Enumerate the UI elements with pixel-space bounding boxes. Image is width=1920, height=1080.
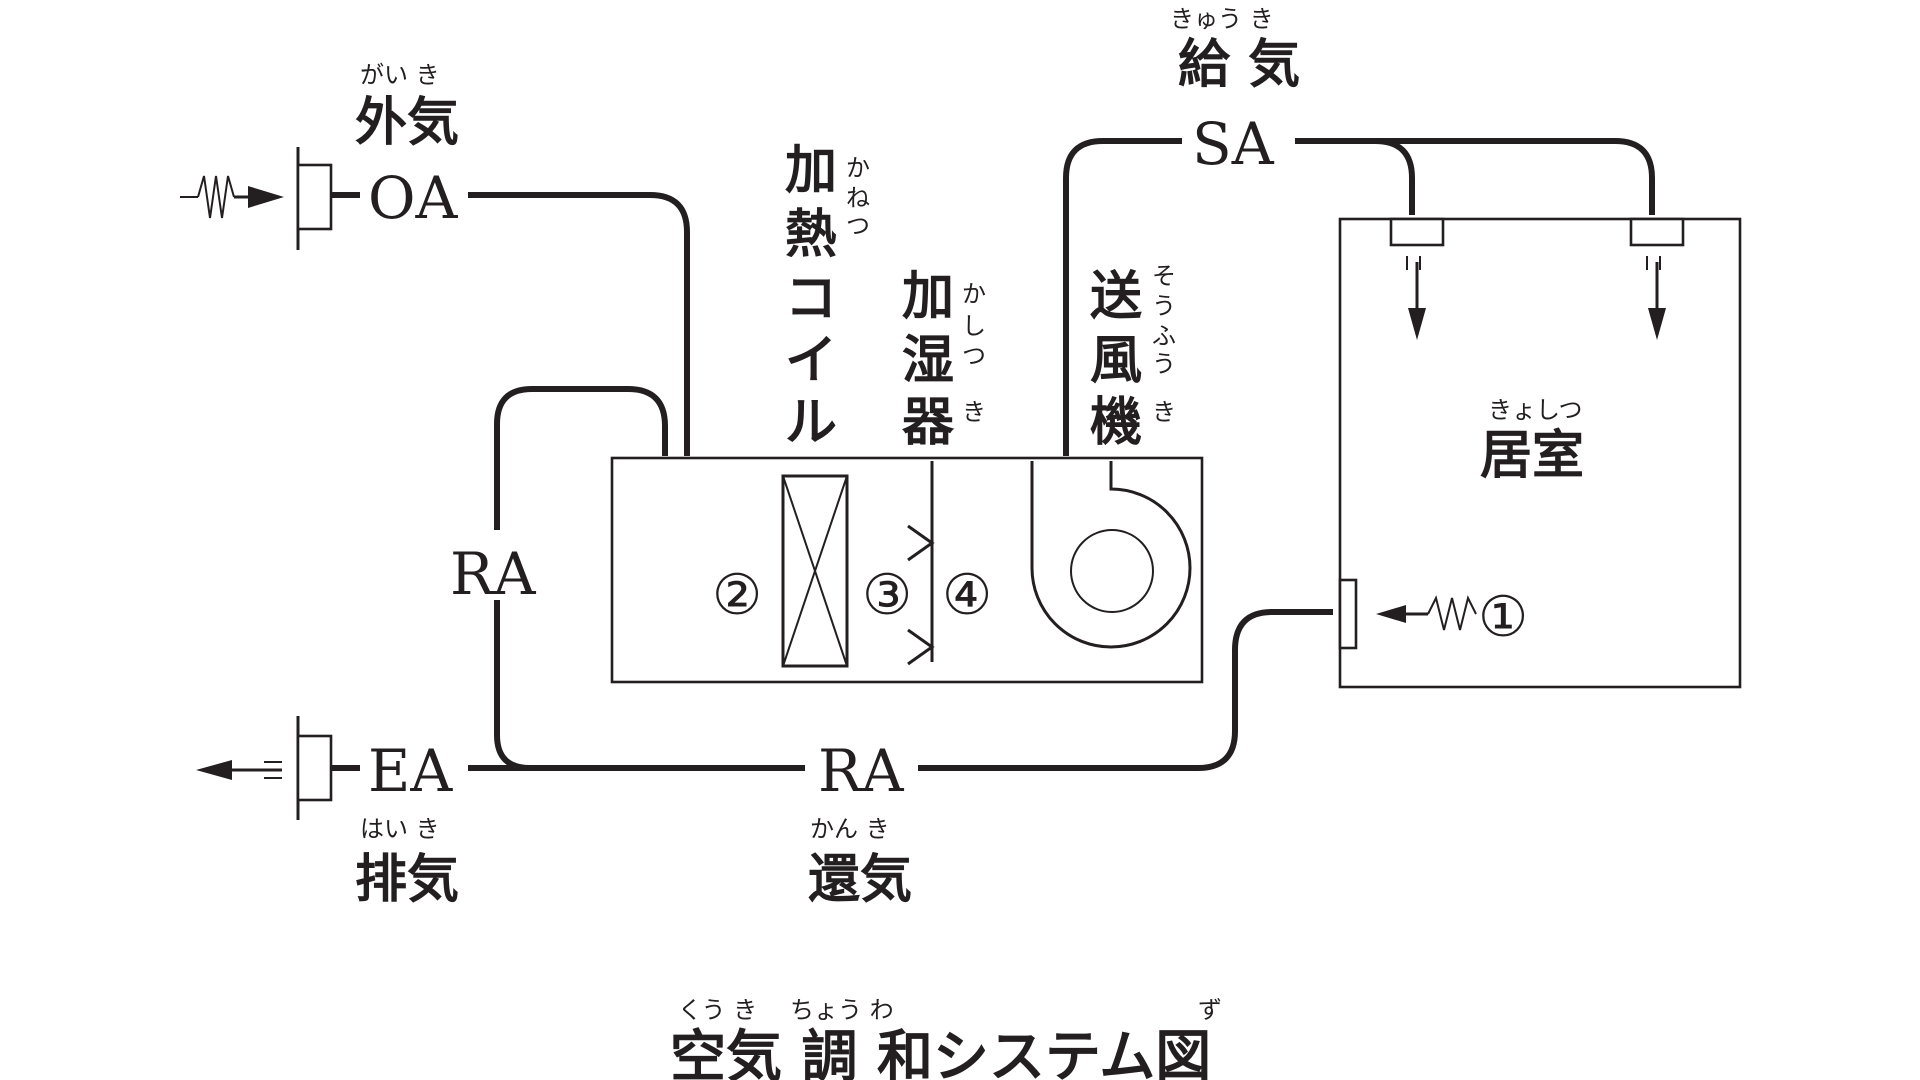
blower-label: 送 風 機 そ う ふ う き bbox=[1090, 262, 1176, 453]
blower-housing bbox=[1030, 461, 1192, 649]
svg-text:機: 機 bbox=[1090, 393, 1142, 453]
svg-text:風: 風 bbox=[1090, 331, 1142, 391]
supply-diffuser-left bbox=[1389, 217, 1445, 247]
point-2: ② bbox=[712, 563, 762, 628]
oa-inlet-flow bbox=[180, 175, 284, 219]
outside-air-ruby: がい き bbox=[360, 61, 440, 89]
ea-louver bbox=[296, 734, 333, 802]
return-air-ruby: かん き bbox=[810, 815, 890, 843]
ra-vertical-duct bbox=[494, 600, 540, 771]
room-return-flow bbox=[1376, 595, 1477, 631]
svg-text:き: き bbox=[1152, 398, 1176, 426]
room-label: 居室 bbox=[1480, 426, 1584, 486]
svg-text:器: 器 bbox=[902, 393, 955, 453]
svg-text:イ: イ bbox=[785, 331, 837, 391]
ea-outlet-flow bbox=[196, 760, 282, 780]
svg-text:湿: 湿 bbox=[902, 331, 954, 391]
supply-air-ruby: きゅう き bbox=[1170, 5, 1274, 33]
return-air-label: 還気 bbox=[808, 850, 912, 910]
svg-text:つ: つ bbox=[846, 212, 870, 240]
svg-text:か: か bbox=[962, 280, 986, 308]
point-1: ① bbox=[1478, 585, 1528, 650]
humidifier-nozzle-bottom bbox=[907, 628, 935, 666]
humidifier-nozzle-top bbox=[907, 524, 935, 562]
diagram-title: 空気 調 和システム図 bbox=[670, 1025, 1211, 1080]
ea-label: EA bbox=[368, 737, 453, 805]
coil-cross-b bbox=[782, 475, 848, 667]
ra-left-label: RA bbox=[450, 540, 537, 608]
svg-text:加: 加 bbox=[902, 267, 954, 327]
room-ruby: きょしつ bbox=[1488, 396, 1583, 424]
supply-flow-left bbox=[1406, 256, 1426, 340]
svg-text:つ: つ bbox=[962, 342, 986, 370]
svg-text:か: か bbox=[846, 154, 870, 182]
title-ruby-zu: ず bbox=[1198, 996, 1222, 1024]
ra-loop-duct bbox=[494, 386, 668, 530]
heating-coil-label: 加 熱 コ イ ル か ね つ bbox=[785, 141, 870, 453]
room-return-grille bbox=[1338, 578, 1358, 650]
point-3: ③ bbox=[862, 563, 912, 628]
ra-bottom-label: RA bbox=[818, 737, 905, 805]
sa-duct bbox=[1063, 138, 1182, 456]
supply-diffuser-right bbox=[1629, 217, 1685, 247]
svg-text:ル: ル bbox=[785, 393, 837, 453]
oa-louver bbox=[296, 163, 333, 231]
ra-return-duct-right bbox=[918, 609, 1333, 771]
air-handling-unit bbox=[610, 456, 1204, 684]
svg-text:コ: コ bbox=[785, 269, 837, 329]
exhaust-air-ruby: はい き bbox=[360, 815, 440, 843]
svg-text:熱: 熱 bbox=[785, 205, 837, 265]
svg-text:き: き bbox=[962, 398, 986, 426]
svg-text:送: 送 bbox=[1090, 267, 1142, 327]
sa-label: SA bbox=[1192, 110, 1275, 178]
title-ruby-kuuki: くう き bbox=[678, 996, 757, 1024]
svg-text:う: う bbox=[1152, 292, 1176, 320]
outside-air-label: 外気 bbox=[355, 93, 459, 153]
point-4: ④ bbox=[942, 563, 992, 628]
svg-text:し: し bbox=[962, 312, 986, 340]
svg-text:ね: ね bbox=[846, 184, 870, 212]
blower-impeller bbox=[1070, 529, 1154, 613]
oa-label: OA bbox=[368, 164, 459, 232]
svg-text:加: 加 bbox=[785, 141, 837, 201]
exhaust-air-label: 排気 bbox=[355, 850, 459, 910]
svg-text:う: う bbox=[1152, 350, 1176, 378]
sa-duct-main bbox=[1295, 138, 1655, 215]
svg-text:そ: そ bbox=[1152, 262, 1176, 290]
room bbox=[1338, 217, 1742, 689]
humidifier-label: 加 湿 器 か し つ き bbox=[902, 267, 986, 453]
heating-coil-element bbox=[781, 474, 849, 668]
oa-duct bbox=[468, 192, 690, 456]
supply-air-label: 給 気 bbox=[1178, 35, 1300, 95]
title-ruby-chouwa: ちょう わ bbox=[790, 996, 894, 1024]
svg-text:ふ: ふ bbox=[1152, 322, 1176, 350]
supply-flow-right bbox=[1646, 256, 1666, 340]
sa-duct-branch-left bbox=[1374, 138, 1415, 215]
